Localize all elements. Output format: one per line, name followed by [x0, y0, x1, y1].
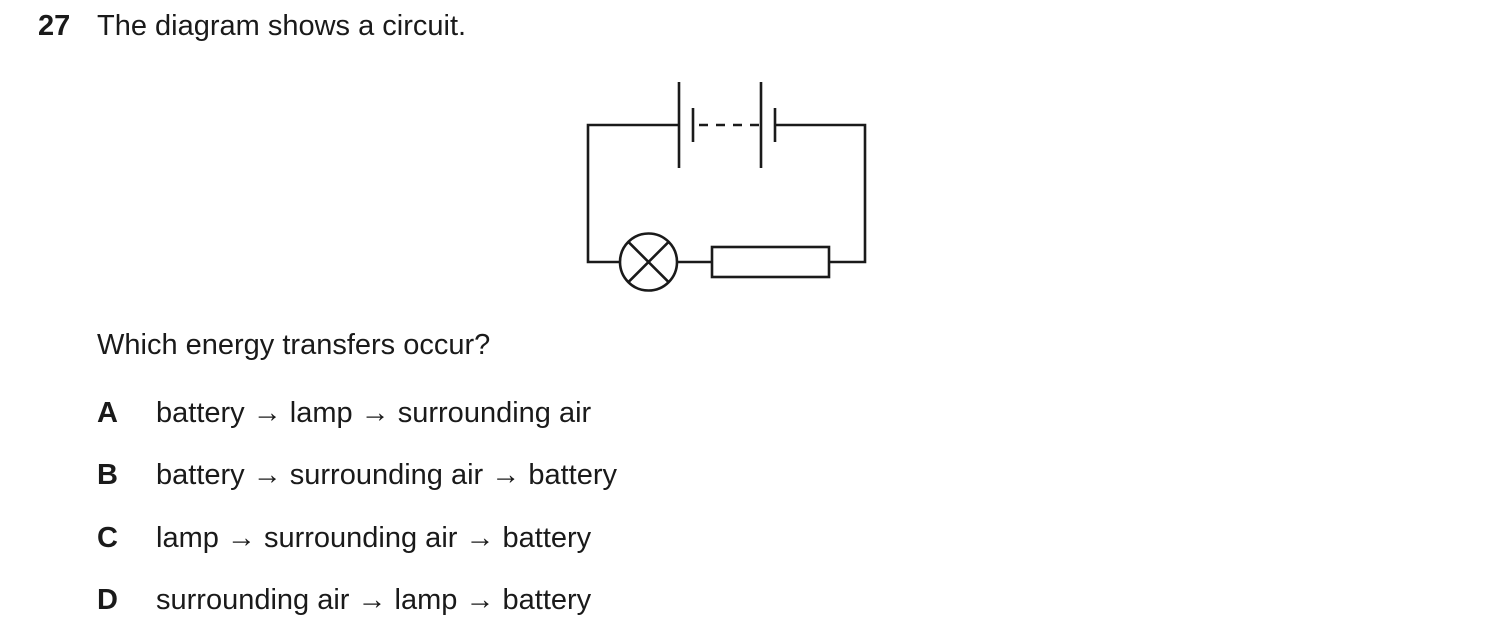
option-letter: B: [97, 459, 118, 491]
option-text: surrounding air → lamp → battery: [156, 584, 592, 616]
option-letter: C: [97, 522, 118, 554]
option-letter: D: [97, 584, 118, 616]
question-prompt: Which energy transfers occur?: [97, 329, 491, 361]
circuit-wires: [586, 123, 867, 264]
question-stem: The diagram shows a circuit.: [97, 10, 467, 42]
option-letter: A: [97, 397, 118, 429]
battery-icon: [677, 82, 777, 168]
option-text: lamp → surrounding air → battery: [156, 522, 592, 554]
resistor-icon: [710, 245, 831, 279]
question-number: 27: [38, 10, 71, 42]
option-text: battery → lamp → surrounding air: [156, 397, 592, 429]
option-text: battery → surrounding air → battery: [156, 459, 617, 491]
lamp-icon: [618, 232, 679, 292]
